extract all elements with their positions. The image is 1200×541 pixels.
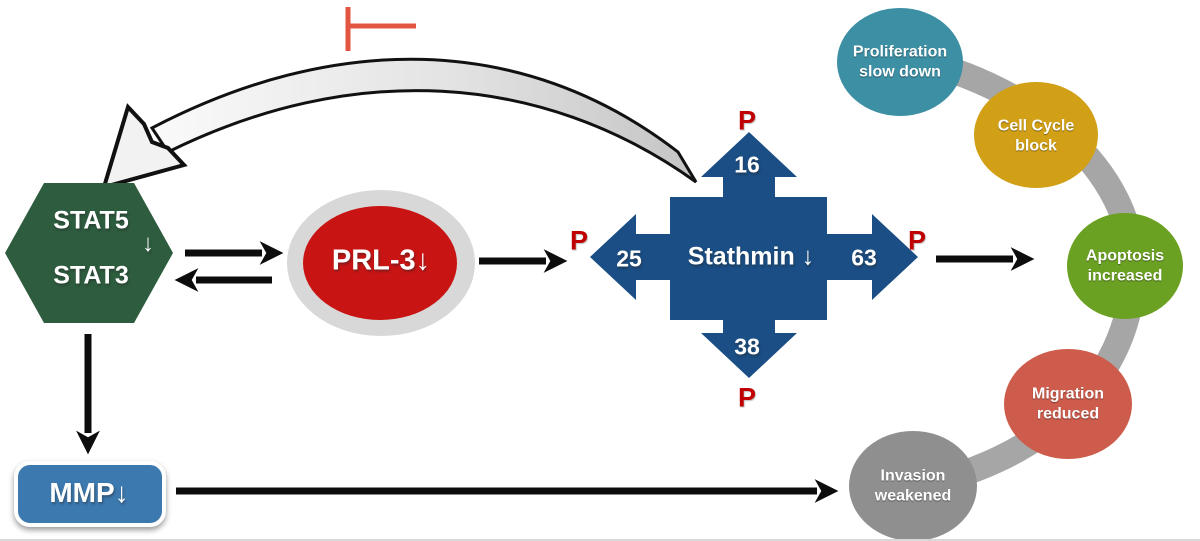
phospho-p-left: P <box>569 225 589 256</box>
outcome-circle-migration <box>1004 349 1132 459</box>
stathmin-arrow-right <box>824 214 918 300</box>
stat3-label: STAT3 <box>53 261 129 290</box>
outcome-label-migration: Migration reduced <box>1032 385 1104 422</box>
prl3-ellipse <box>303 206 457 320</box>
outcome-circle-cell-cycle <box>974 82 1098 188</box>
outcome-circle-invasion <box>849 431 977 539</box>
stathmin-site-16: 16 <box>734 151 760 178</box>
feedback-arrow <box>101 57 698 190</box>
phospho-p-right: P <box>907 225 927 256</box>
prl3-label: PRL-3↓ <box>331 244 431 277</box>
outcome-label-invasion: Invasion weakened <box>874 467 952 504</box>
feedback-arrowhead <box>101 103 188 190</box>
outcome-label-proliferation: Proliferation slow down <box>852 43 948 80</box>
outcome-circle-apoptosis <box>1067 213 1183 319</box>
outcome-label-cell-cycle: Cell Cycle block <box>997 117 1075 154</box>
stathmin-arrow-left <box>590 214 674 300</box>
stat-hexagon <box>5 183 173 323</box>
stat5-label: STAT5 <box>53 206 129 235</box>
stathmin-arrow-up <box>701 132 797 200</box>
stathmin-label: Stathmin ↓ <box>687 242 815 271</box>
phospho-p-bottom: P <box>737 382 757 413</box>
stathmin-cross <box>590 132 918 378</box>
stathmin-cross-center <box>670 197 827 320</box>
stathmin-arrow-down <box>701 317 797 378</box>
arrow-group <box>76 241 1035 503</box>
stathmin-site-25: 25 <box>616 245 642 272</box>
phospho-p-top: P <box>737 105 757 136</box>
feedback-arrow-band <box>149 57 698 184</box>
stathmin-site-63: 63 <box>851 244 877 271</box>
mmp-box <box>14 461 166 527</box>
mmp-label: MMP↓ <box>49 476 129 508</box>
stat-down-arrow: ↓ <box>142 230 154 258</box>
stathmin-site-38: 38 <box>734 333 760 360</box>
inhibition-tbar-icon <box>345 7 416 51</box>
outcome-label-apoptosis: Apoptosis increased <box>1085 247 1165 284</box>
outcome-circle-proliferation <box>837 8 963 116</box>
